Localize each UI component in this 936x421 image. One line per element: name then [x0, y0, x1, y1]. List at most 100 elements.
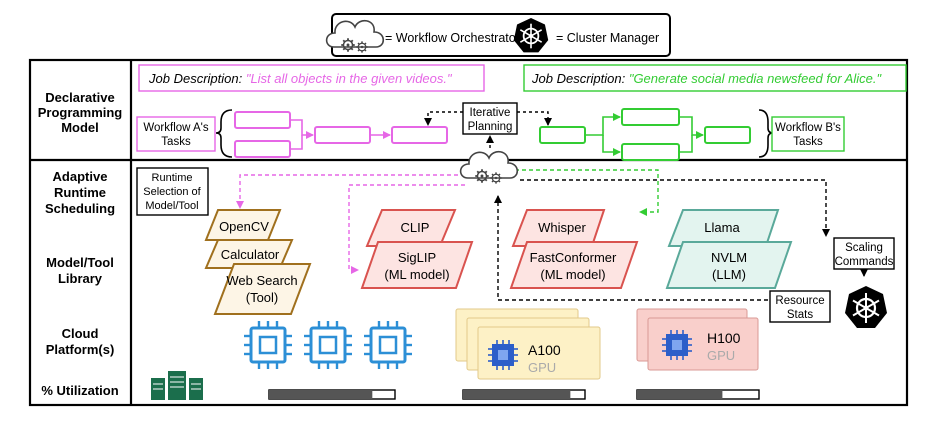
a100-gpu-label: GPU: [528, 360, 556, 375]
main-frame: [28, 58, 909, 407]
tool-stack: [204, 209, 312, 315]
task-b2: [621, 108, 680, 126]
workflow-b-label-2: Tasks: [793, 136, 823, 148]
model-fastconformer-label-1: FastConformer: [530, 250, 617, 265]
utilization-fill-cpu: [269, 390, 373, 399]
row-label-declarative-1: Declarative: [45, 90, 114, 105]
row-label-declarative-3: Model: [61, 120, 99, 135]
gpu-chip-icon: [487, 339, 519, 371]
resource-stats-2: Stats: [787, 309, 813, 321]
job-description-b-box: [523, 64, 907, 92]
row-label-adaptive-1: Adaptive: [53, 169, 108, 184]
job-a-prefix: Job Description:: [148, 71, 246, 86]
workflow-b-label-box: [771, 116, 845, 152]
job-description-a: Job Description: "List all objects in th…: [148, 71, 453, 86]
llm-stack: [665, 209, 793, 289]
model-nvlm-card: [665, 241, 793, 289]
row-label-declarative-2: Programming: [38, 105, 123, 120]
a100-label: A100: [528, 342, 561, 358]
model-fastconformer-label-2: (ML model): [540, 267, 605, 282]
task-b4: [704, 126, 751, 144]
row-label-library-1: Model/Tool: [46, 255, 114, 270]
runtime-selection-box: [136, 167, 209, 216]
model-nvlm-label-2: (LLM): [712, 267, 746, 282]
row-label-utilization: % Utilization: [41, 383, 118, 398]
row-label-adaptive-3: Scheduling: [45, 201, 115, 216]
utilization-fill-h100: [637, 390, 723, 399]
edge-b1-b3: [602, 135, 621, 156]
tool-opencv-label: OpenCV: [219, 219, 269, 234]
gpu-chip-icon: [661, 329, 693, 361]
task-a2: [234, 140, 291, 158]
workflow-b-brace: [758, 109, 774, 158]
workflow-a-label-2: Tasks: [161, 136, 191, 148]
row-label-cloud-1: Cloud: [62, 326, 99, 341]
row-label-library-2: Library: [58, 271, 103, 286]
model-nvlm-label-1: NVLM: [711, 250, 747, 265]
server-rack-icon: [151, 371, 203, 400]
vision-model-stack: [360, 209, 474, 289]
h100-gpu-stack: [636, 308, 759, 371]
workflow-a-label-box: [136, 116, 216, 152]
row-label-adaptive-2: Runtime: [54, 185, 106, 200]
planning-arrow-a: [424, 111, 463, 126]
edge-b2-b4: [679, 116, 704, 139]
speech-model-stack: [509, 209, 639, 289]
workflow-a-brace: [215, 109, 233, 158]
dispatch-green-speech: [515, 169, 659, 216]
utilization-fill-a100: [463, 390, 571, 399]
iterative-planning-2: Planning: [468, 121, 513, 133]
model-siglip-label-1: SigLIP: [398, 250, 436, 265]
cpu-chip-icon: [362, 319, 414, 371]
edge-a2-a3: [290, 135, 303, 150]
job-description-b: Job Description: "Generate social media …: [531, 71, 882, 86]
kubernetes-helm-icon: [843, 284, 889, 330]
workflow-a-label-1: Workflow A's: [143, 122, 208, 134]
model-siglip-card: [360, 241, 474, 289]
iterative-planning-1: Iterative: [470, 107, 511, 119]
h100-label: H100: [707, 330, 741, 346]
model-clip-label: CLIP: [401, 220, 430, 235]
edge-b3-b4: [679, 135, 693, 153]
workflow-a-tasks: [234, 111, 448, 158]
edge-b1-b2: [585, 113, 621, 136]
workflow-b-label-1: Workflow B's: [775, 122, 841, 134]
job-b-prefix: Job Description:: [531, 71, 629, 86]
tool-websearch-card: [213, 263, 312, 315]
iterative-planning-box: [462, 102, 518, 135]
row-label-cloud-2: Platform(s): [46, 342, 115, 357]
runtime-selection-1: Runtime: [152, 172, 193, 184]
resource-stats-box: [769, 290, 831, 323]
tool-calculator-label: Calculator: [221, 247, 280, 262]
task-b3: [621, 143, 680, 161]
workflow-b-tasks: [539, 108, 751, 161]
dispatch-pink-vision: [348, 184, 465, 274]
edge-a1-a3: [290, 119, 314, 139]
scaling-commands-2: Commands: [835, 256, 894, 268]
planning-arrow-b: [517, 111, 552, 126]
job-description-a-box: [138, 64, 485, 92]
model-fastconformer-card: [509, 241, 639, 289]
cpu-chip-icon: [242, 319, 294, 371]
task-a4: [391, 126, 448, 144]
model-llama-label: Llama: [704, 220, 740, 235]
scaling-commands-1: Scaling: [845, 242, 883, 254]
dispatch-black-scaling: [520, 179, 830, 237]
dispatch-pink-tools: [236, 174, 465, 209]
job-b-text: "Generate social media newsfeed for Alic…: [629, 71, 883, 86]
h100-gpu-label: GPU: [707, 348, 735, 363]
task-a1: [234, 111, 291, 129]
job-a-text: "List all objects in the given videos.": [246, 71, 453, 86]
model-siglip-label-2: (ML model): [384, 267, 449, 282]
runtime-selection-3: Model/Tool: [145, 200, 198, 212]
legend-orchestrator-label: = Workflow Orchestrator: [385, 31, 520, 45]
legend-cluster-label: = Cluster Manager: [556, 31, 659, 45]
model-whisper-label: Whisper: [538, 220, 586, 235]
resource-stats-1: Resource: [775, 295, 824, 307]
orchestrator-cloud-icon: [461, 152, 518, 184]
runtime-selection-2: Selection of: [143, 186, 201, 198]
resource-stats-arrow: [494, 195, 768, 301]
cpu-chip-icon: [302, 319, 354, 371]
task-a3: [314, 126, 371, 144]
